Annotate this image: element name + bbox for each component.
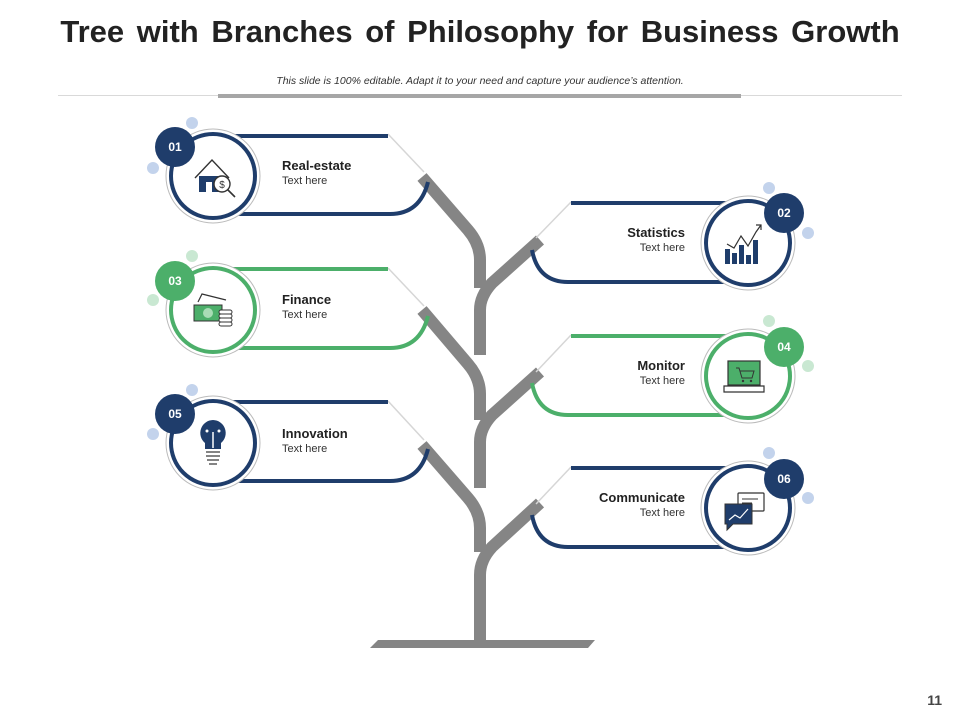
card-02-band bbox=[530, 201, 748, 284]
card-01-band bbox=[213, 134, 430, 216]
item-text: Text here bbox=[282, 309, 328, 321]
badge-03-text: 03 bbox=[168, 274, 182, 288]
item-title: Communicate bbox=[599, 490, 685, 505]
item-text: Text here bbox=[639, 507, 685, 519]
decor-dot bbox=[802, 227, 814, 239]
decor-dot bbox=[763, 315, 775, 327]
item-label-03: Finance Text here bbox=[282, 292, 482, 322]
number-badge-05 bbox=[155, 394, 195, 434]
branch-02 bbox=[474, 235, 545, 355]
card-05[interactable]: 05 bbox=[147, 384, 430, 491]
connector-01 bbox=[387, 133, 425, 173]
slide-subtitle: This slide is 100% editable. Adapt it to… bbox=[276, 75, 684, 87]
tree-trunk-lower bbox=[474, 498, 545, 642]
lightbulb-icon bbox=[200, 420, 226, 465]
decor-dot bbox=[763, 182, 775, 194]
decor-dot bbox=[186, 117, 198, 129]
branch-01 bbox=[417, 173, 486, 288]
card-05-band bbox=[213, 400, 430, 483]
tree-base bbox=[370, 640, 595, 648]
card-06[interactable]: 06 bbox=[530, 447, 814, 556]
card-04[interactable]: 04 bbox=[530, 315, 814, 424]
money-coins-icon bbox=[193, 293, 233, 327]
connector-02 bbox=[535, 201, 572, 239]
laptop-cart-icon bbox=[723, 360, 765, 393]
decor-dot bbox=[763, 447, 775, 459]
page-number: 11 bbox=[927, 692, 942, 708]
badge-01-text: 01 bbox=[168, 140, 182, 154]
decor-dot bbox=[147, 428, 159, 440]
item-label-05: Innovation Text here bbox=[282, 426, 482, 456]
number-badge-02 bbox=[764, 193, 804, 233]
branch-03 bbox=[417, 306, 486, 420]
item-title: Innovation bbox=[282, 426, 348, 441]
connector-lines bbox=[387, 133, 572, 505]
item-text: Text here bbox=[639, 375, 685, 387]
number-badge-01 bbox=[155, 127, 195, 167]
decor-dot bbox=[147, 294, 159, 306]
item-label-01: Real-estate Text here bbox=[282, 158, 482, 188]
card-04-band bbox=[530, 334, 748, 417]
branch-04 bbox=[474, 367, 545, 488]
card-02[interactable]: 02 bbox=[530, 182, 814, 291]
house-dollar-search-icon: $ bbox=[194, 158, 236, 198]
decor-dot bbox=[802, 360, 814, 372]
header-accent-bar bbox=[218, 94, 741, 98]
item-title: Real-estate bbox=[282, 158, 352, 173]
item-label-06: Communicate Text here bbox=[485, 490, 685, 520]
svg-text:$: $ bbox=[219, 180, 225, 191]
number-badge-06 bbox=[764, 459, 804, 499]
branch-05 bbox=[417, 441, 486, 552]
badge-06-text: 06 bbox=[777, 472, 791, 486]
badge-04-text: 04 bbox=[777, 340, 791, 354]
connector-04 bbox=[535, 334, 572, 373]
number-badge-04 bbox=[764, 327, 804, 367]
item-label-02: Statistics Text here bbox=[485, 225, 685, 255]
slide-title: Tree with Branches of Philosophy for Bus… bbox=[60, 14, 900, 49]
item-label-04: Monitor Text here bbox=[485, 358, 685, 388]
decor-dot bbox=[186, 250, 198, 262]
decor-dot bbox=[147, 162, 159, 174]
badge-02-text: 02 bbox=[777, 206, 791, 220]
item-title: Monitor bbox=[637, 358, 685, 373]
item-title: Finance bbox=[282, 292, 332, 307]
bar-chart-growth-icon bbox=[725, 224, 762, 264]
item-text: Text here bbox=[639, 242, 685, 254]
connector-06 bbox=[535, 466, 572, 505]
card-06-band bbox=[530, 466, 748, 549]
item-title: Statistics bbox=[627, 225, 685, 240]
number-badge-03 bbox=[155, 261, 195, 301]
connector-05 bbox=[387, 400, 425, 441]
decor-dot bbox=[802, 492, 814, 504]
card-03[interactable]: 03 bbox=[147, 250, 430, 358]
decor-dot bbox=[186, 384, 198, 396]
connector-03 bbox=[387, 267, 425, 307]
item-text: Text here bbox=[282, 175, 328, 187]
item-text: Text here bbox=[282, 443, 328, 455]
tree bbox=[370, 173, 595, 648]
badge-05-text: 05 bbox=[168, 407, 182, 421]
card-03-band bbox=[213, 267, 430, 350]
chat-chart-icon bbox=[724, 492, 765, 532]
card-01[interactable]: $ 01 bbox=[147, 117, 430, 224]
